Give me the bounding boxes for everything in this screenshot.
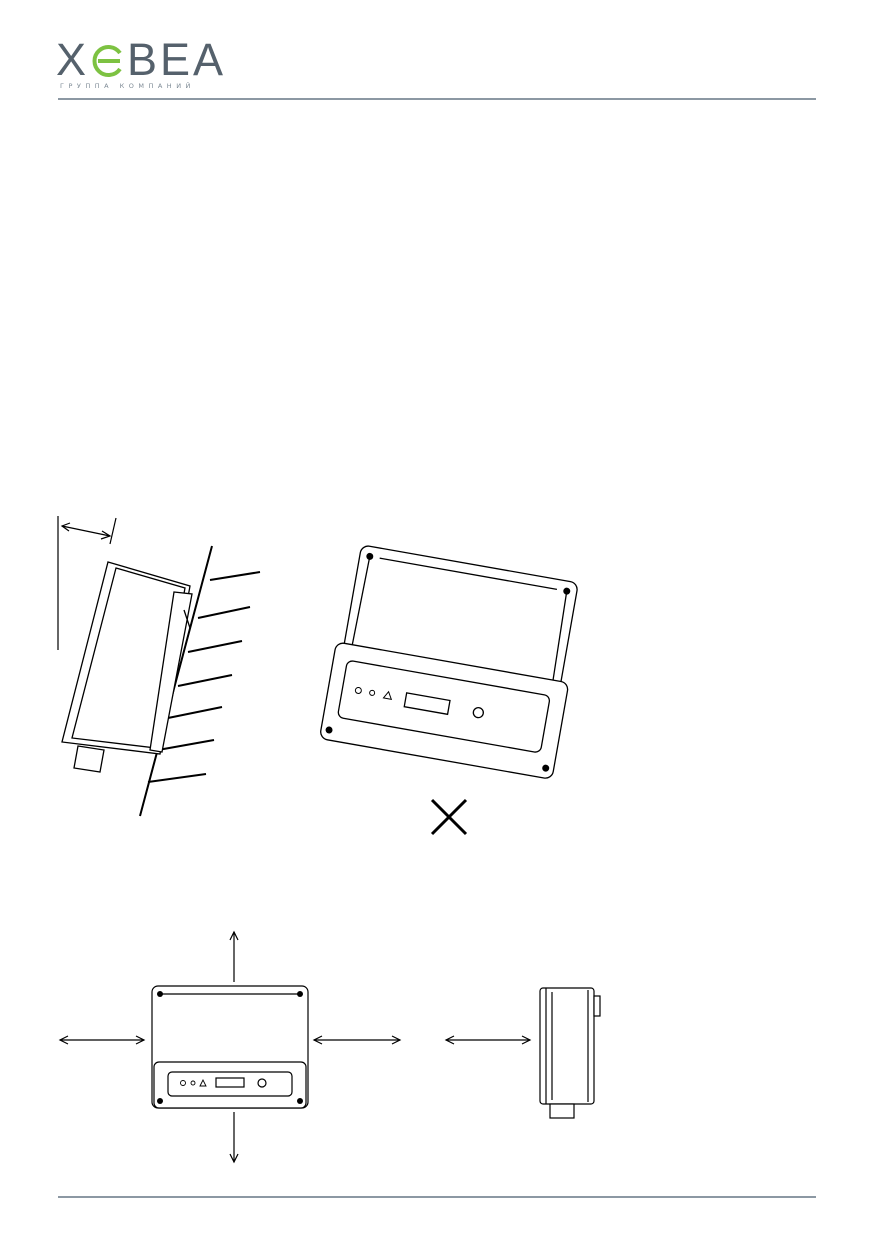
logo-wordmark-x: X [56,34,90,85]
logo-swirl-icon [92,45,122,77]
status-led-icons [354,686,393,700]
logo-wordmark: X BEA [56,36,226,84]
status-led-icons [180,1078,207,1087]
lcd-screen [215,1077,245,1088]
inverter-side-outline [61,561,193,773]
dimension-arrow-icon [57,516,117,650]
clearance-down-arrow-icon [229,1112,239,1164]
clearance-right-arrow-icon [312,1035,402,1045]
footer-divider [58,1196,816,1198]
clearance-side-arrow-icon [444,1035,532,1045]
lcd-screen [403,692,451,716]
display-panel [337,660,551,753]
company-logo: X BEA ГРУППА КОМПАНИЙ [56,36,236,92]
tilted-front-view-figure [320,545,578,779]
clearance-left-arrow-icon [58,1035,146,1045]
header-divider [58,98,816,100]
mounting-screw-icons [325,552,571,772]
cross-mark-icon [430,798,468,836]
inverter-front-body [151,985,309,1109]
display-panel [167,1071,293,1097]
mounting-screw-icons [157,991,303,1104]
control-knob [472,706,484,719]
control-knob [257,1078,267,1088]
inverter-side-outline [539,987,601,1119]
logo-wordmark-rest: BEA [127,34,227,85]
clearance-side-view-figure [444,987,601,1119]
clearance-front-view-figure [58,930,402,1164]
logo-tagline: ГРУППА КОМПАНИЙ [60,82,195,90]
tilted-side-view-figure [57,516,261,817]
clearance-up-arrow-icon [229,930,239,982]
